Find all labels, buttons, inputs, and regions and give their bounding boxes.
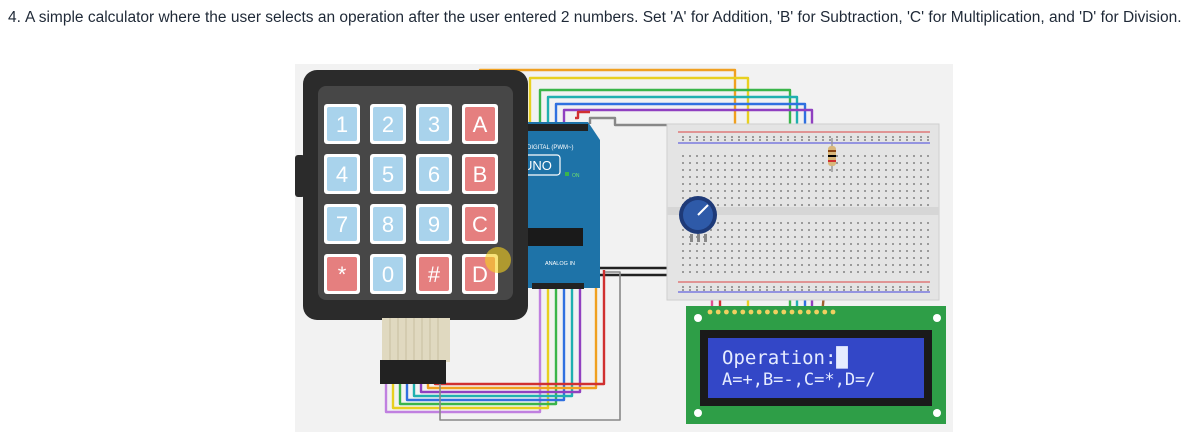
wire-sense [439, 271, 621, 421]
keypad-key-label: 8 [382, 212, 394, 237]
breadboard [666, 123, 940, 301]
keypad-key-5[interactable]: 5 [370, 154, 406, 194]
arduino-board: DIGITAL (PWM~) UNO ON ANALOG IN [515, 122, 600, 289]
wire-keypad-4 [405, 285, 566, 402]
breadboard-holes [682, 136, 929, 291]
keypad-key-3[interactable]: 3 [416, 104, 452, 144]
lcd-screen [708, 338, 924, 398]
arduino-chip [525, 228, 583, 246]
wire-keypad-2 [391, 285, 550, 410]
keypad-key-#[interactable]: # [416, 254, 452, 294]
wire-red-top [575, 110, 590, 120]
keypad-key-0[interactable]: 0 [370, 254, 406, 294]
arduino-digital-label: DIGITAL (PWM~) [527, 145, 574, 151]
keypad-key-label: 7 [336, 212, 348, 237]
arduino-model-label: UNO [523, 158, 552, 173]
keypad-key-6[interactable]: 6 [416, 154, 452, 194]
keypad-key-label: C [472, 212, 488, 237]
lcd-pins [707, 309, 836, 315]
keypad-key-label: A [473, 112, 488, 137]
question-block: 4.A simple calculator where the user sel… [8, 6, 1183, 30]
keypad-key-7[interactable]: 7 [324, 204, 360, 244]
keypad-key-label: 5 [382, 162, 394, 187]
question-number: 4. [8, 9, 21, 26]
keypad: 1 2 3 A 4 5 6 B 7 8 9 C * 0 # D [295, 70, 528, 384]
lcd-module: Operation:█ A=+,B=-,C=*,D=/ [686, 306, 946, 424]
question-text: A simple calculator where the user selec… [24, 9, 1182, 26]
wire-keypad-1 [384, 285, 542, 414]
keypad-key-label: 6 [428, 162, 440, 187]
cursor-highlight [485, 247, 511, 273]
keypad-key-8[interactable]: 8 [370, 204, 406, 244]
keypad-key-label: # [428, 262, 441, 287]
arduino-analog-label: ANALOG IN [545, 261, 575, 267]
lcd-line-1: Operation:█ [722, 346, 848, 369]
keypad-key-1[interactable]: 1 [324, 104, 360, 144]
keypad-key-label: 9 [428, 212, 440, 237]
keypad-key-label: 0 [382, 262, 394, 287]
keypad-key-B[interactable]: B [462, 154, 498, 194]
keypad-key-label: D [472, 262, 488, 287]
keypad-key-label: 3 [428, 112, 440, 137]
keypad-key-*[interactable]: * [324, 254, 360, 294]
keypad-key-label: B [473, 162, 488, 187]
wire-keypad-3 [398, 285, 558, 406]
keypad-ribbon [380, 318, 450, 384]
wire-gray [588, 116, 667, 127]
keypad-key-label: 2 [382, 112, 394, 137]
keypad-key-label: 4 [336, 162, 348, 187]
keypad-keys: 1 2 3 A 4 5 6 B 7 8 9 C * 0 # D [324, 104, 498, 294]
keypad-key-C[interactable]: C [462, 204, 498, 244]
keypad-key-4[interactable]: 4 [324, 154, 360, 194]
potentiometer [679, 196, 717, 242]
wire-keypad-5 [412, 285, 574, 398]
keypad-key-label: * [338, 262, 347, 287]
keypad-key-label: 1 [336, 112, 348, 137]
resistor [828, 138, 836, 172]
keypad-key-2[interactable]: 2 [370, 104, 406, 144]
keypad-key-9[interactable]: 9 [416, 204, 452, 244]
keypad-key-A[interactable]: A [462, 104, 498, 144]
lcd-line-2: A=+,B=-,C=*,D=/ [722, 370, 876, 390]
arduino-on-label: ON [572, 173, 580, 179]
